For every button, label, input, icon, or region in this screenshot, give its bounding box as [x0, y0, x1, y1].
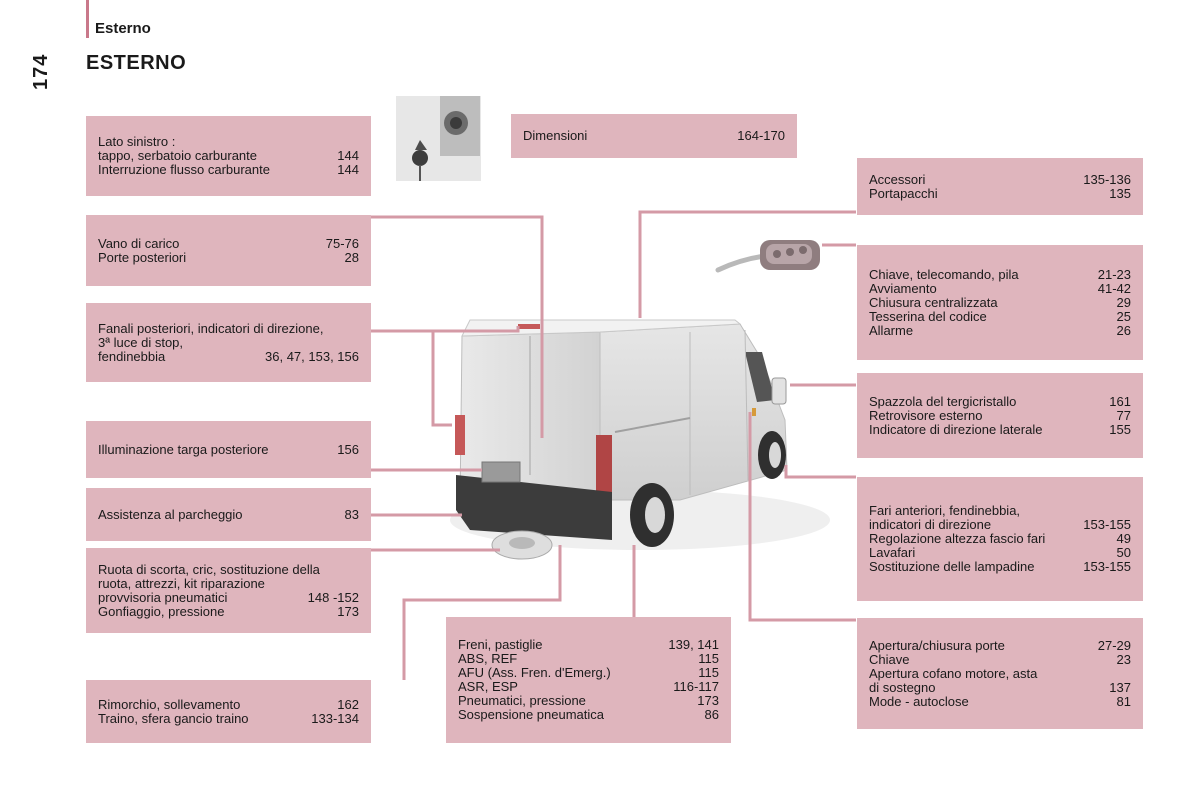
box-intro: Lato sinistro : — [98, 134, 176, 149]
box-fanali: Fanali posteriori, indicatori di direzio… — [86, 303, 371, 382]
box-line: ruota, attrezzi, kit riparazione — [98, 575, 265, 591]
spare-wheel-illustration — [491, 530, 553, 560]
box-ruota: Ruota di scorta, cric, sostituzione dell… — [86, 548, 371, 633]
list-item: AFU (Ass. Fren. d'Emerg.)115 — [458, 665, 719, 680]
section-marker — [86, 0, 89, 38]
box-line: Apertura cofano motore, asta — [869, 665, 1038, 681]
section-title: Esterno — [95, 20, 151, 37]
box-fari: Fari anteriori, fendinebbia, indicatori … — [857, 477, 1143, 601]
box-line: 3ª luce di stop, — [98, 334, 184, 350]
fuel-cap-photo — [396, 96, 481, 181]
box-line: Ruota di scorta, cric, sostituzione dell… — [98, 561, 320, 577]
box-line: Fari anteriori, fendinebbia, — [869, 503, 1021, 518]
page-title: ESTERNO — [86, 52, 187, 74]
box-lato-sinistro: Lato sinistro : tappo, serbatoio carbura… — [86, 116, 371, 196]
remote-key-photo — [715, 240, 820, 273]
box-line: Fanali posteriori, indicatori di direzio… — [98, 320, 324, 336]
van-rear-illustration — [455, 319, 788, 547]
